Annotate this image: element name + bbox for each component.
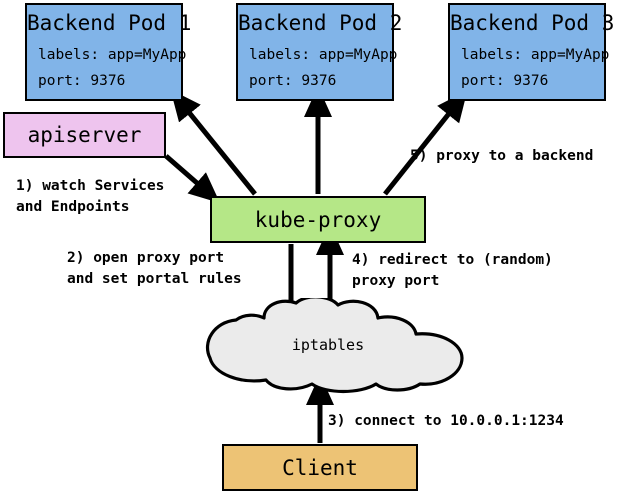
edge-label-step3: 3) connect to 10.0.0.1:1234 (328, 413, 564, 429)
edge-label-step1: 1) watch Services and Endpoints (16, 178, 165, 215)
edge-label-step2: 2) open proxy port and set portal rules (67, 250, 242, 287)
pod3-labels-line: labels: app=MyApp (461, 47, 610, 63)
pod2-labels-line: labels: app=MyApp (249, 47, 398, 63)
pod1-title: Backend Pod 1 (27, 11, 192, 35)
client-title: Client (282, 456, 358, 480)
node-apiserver[interactable]: apiserver (3, 112, 166, 158)
pod2-port-line: port: 9376 (249, 73, 337, 89)
node-client[interactable]: Client (222, 444, 418, 491)
pod2-title: Backend Pod 2 (238, 11, 403, 35)
edge-label-step5: 5) proxy to a backend (410, 148, 594, 164)
pod1-labels-line: labels: app=MyApp (38, 47, 187, 63)
iptables-label: iptables (291, 336, 365, 354)
pod3-port-line: port: 9376 (461, 73, 549, 89)
pod3-title: Backend Pod 3 (450, 11, 615, 35)
pod1-port-line: port: 9376 (38, 73, 126, 89)
kube-proxy-title: kube-proxy (254, 208, 382, 232)
node-backend-pod-2[interactable]: Backend Pod 2 labels: app=MyApp port: 93… (236, 3, 403, 101)
node-kube-proxy[interactable]: kube-proxy (210, 196, 426, 243)
arrow-kubeproxy-to-pod3 (383, 90, 468, 196)
node-iptables-cloud[interactable]: iptables (190, 295, 466, 394)
arrow-kubeproxy-to-pod1 (170, 89, 257, 196)
node-backend-pod-1[interactable]: Backend Pod 1 labels: app=MyApp port: 93… (25, 3, 192, 101)
node-backend-pod-3[interactable]: Backend Pod 3 labels: app=MyApp port: 93… (448, 3, 615, 101)
cloud-shape-icon (205, 295, 464, 394)
arrow-apiserver-to-kubeproxy (164, 154, 221, 204)
apiserver-title: apiserver (27, 123, 142, 147)
edge-label-step4: 4) redirect to (random) proxy port (352, 252, 553, 289)
